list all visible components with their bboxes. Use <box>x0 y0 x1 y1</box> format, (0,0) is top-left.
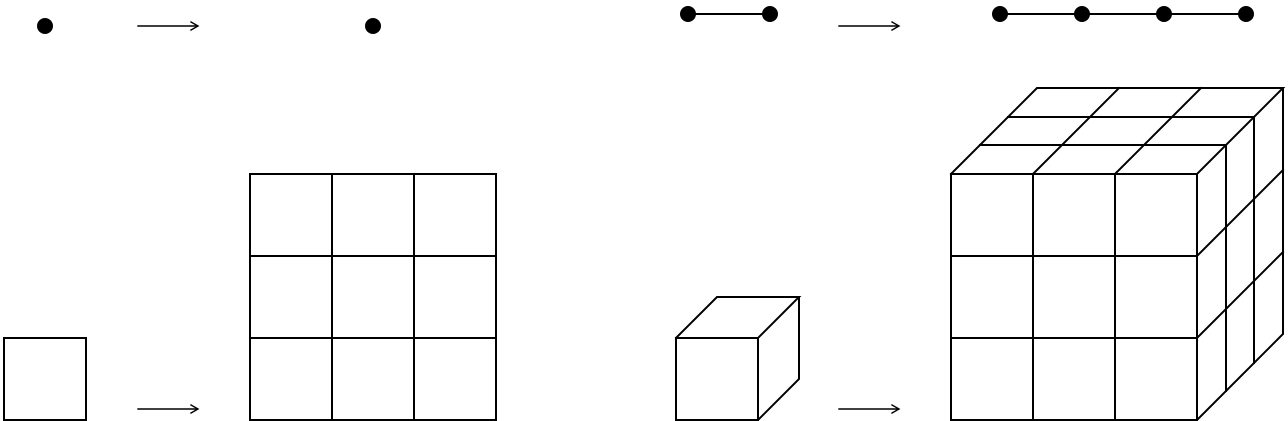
panel-cube <box>674 86 1286 421</box>
panel-segment <box>680 6 1254 31</box>
square-after-grid <box>249 173 497 421</box>
long-right-arrow-icon <box>137 404 200 414</box>
long-right-arrow-icon <box>838 21 901 31</box>
point-after <box>365 18 381 34</box>
long-right-arrow-icon <box>838 404 901 414</box>
cube-before <box>674 296 802 421</box>
panel-point <box>37 18 381 34</box>
square-before <box>3 337 87 421</box>
panel-square <box>3 173 497 421</box>
point-before <box>37 18 53 34</box>
long-right-arrow-icon <box>137 21 200 31</box>
cube-after-grid <box>949 86 1286 421</box>
segment-before <box>680 6 778 22</box>
segment-after <box>992 6 1254 22</box>
